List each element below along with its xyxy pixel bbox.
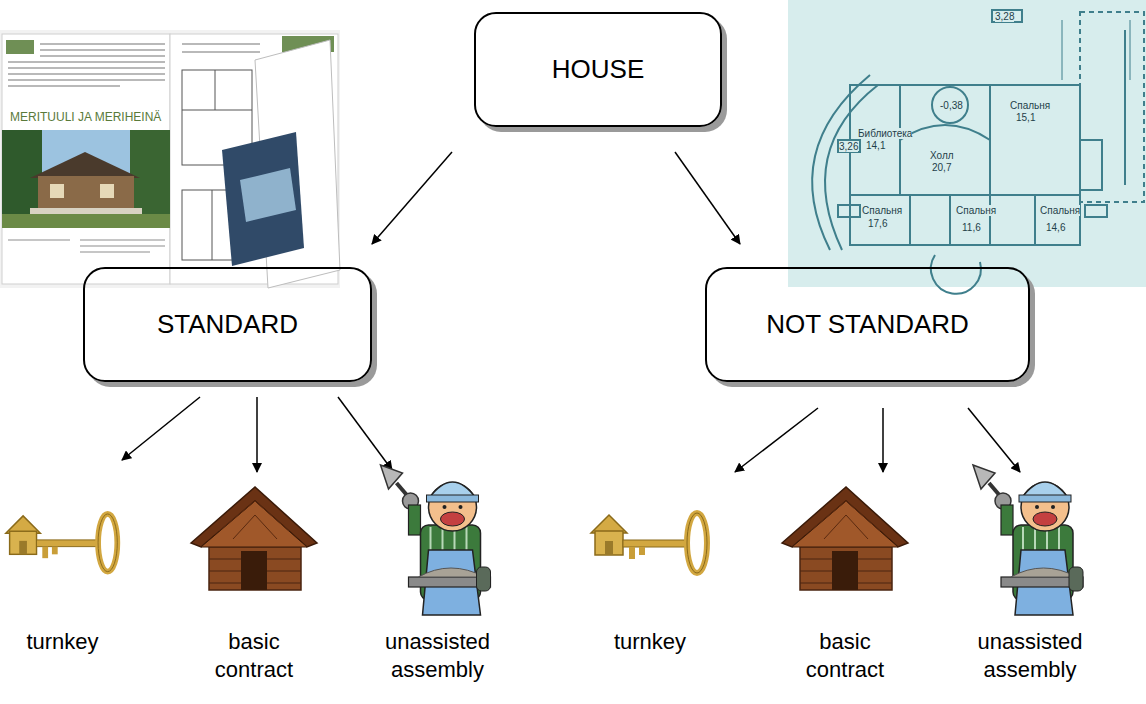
picture-text: 3,28 (995, 11, 1014, 22)
catalog-picture (0, 30, 340, 288)
option-label: unassisted assembly (968, 628, 1093, 684)
worker-icon (962, 455, 1098, 620)
option-label: basic contract (790, 628, 900, 684)
picture-text: Спальня (1010, 100, 1050, 111)
option-label: turnkey (3, 628, 123, 656)
rounded-box: HOUSE (474, 12, 722, 127)
option-label: basic contract (199, 628, 309, 684)
arrow-connector (122, 397, 200, 460)
option-label: unassisted assembly (375, 628, 500, 684)
box-label: STANDARD (157, 309, 298, 340)
picture-text: 3,26 (839, 141, 858, 152)
picture-text: MERITUULI JA MERIHEINÄ (10, 110, 161, 124)
arrow-connector (256, 397, 258, 472)
arrow-connector (675, 152, 740, 244)
picture-text: Спальня (956, 205, 996, 216)
option-item: basic contract (780, 455, 910, 684)
arrow-connector (338, 397, 392, 470)
arrow-connector (968, 408, 1020, 472)
box-label: HOUSE (552, 54, 644, 85)
arrow-connector (735, 408, 818, 472)
picture-text: 17,6 (868, 218, 887, 229)
option-item: basic contract (189, 455, 319, 684)
picture-text: 15,1 (1016, 112, 1035, 123)
cabin-icon (780, 455, 910, 620)
option-item: unassisted assembly (962, 455, 1098, 684)
picture-text: Спальня (1040, 205, 1080, 216)
picture-text: Спальня (862, 205, 902, 216)
box-label: NOT STANDARD (766, 309, 969, 340)
key-icon (0, 455, 125, 620)
rounded-box: NOT STANDARD (705, 267, 1030, 382)
option-label: turnkey (590, 628, 710, 656)
rounded-box: STANDARD (83, 267, 372, 382)
picture-text: Холл (930, 150, 954, 161)
option-item: unassisted assembly (370, 455, 505, 684)
floor-plan-picture (788, 0, 1146, 294)
picture-text: 20,7 (932, 162, 951, 173)
arrow-connector (882, 408, 884, 472)
picture-text: 11,6 (962, 222, 981, 233)
option-item: turnkey (0, 455, 125, 656)
picture-text: 14,6 (1046, 222, 1065, 233)
picture-text: -0,38 (940, 100, 963, 111)
option-item: turnkey (585, 455, 715, 656)
worker-icon (370, 455, 505, 620)
picture-text: Библиотека (858, 128, 912, 139)
key-icon (585, 455, 715, 620)
cabin-icon (189, 455, 319, 620)
picture-text: 14,1 (866, 140, 885, 151)
arrow-connector (372, 152, 452, 244)
